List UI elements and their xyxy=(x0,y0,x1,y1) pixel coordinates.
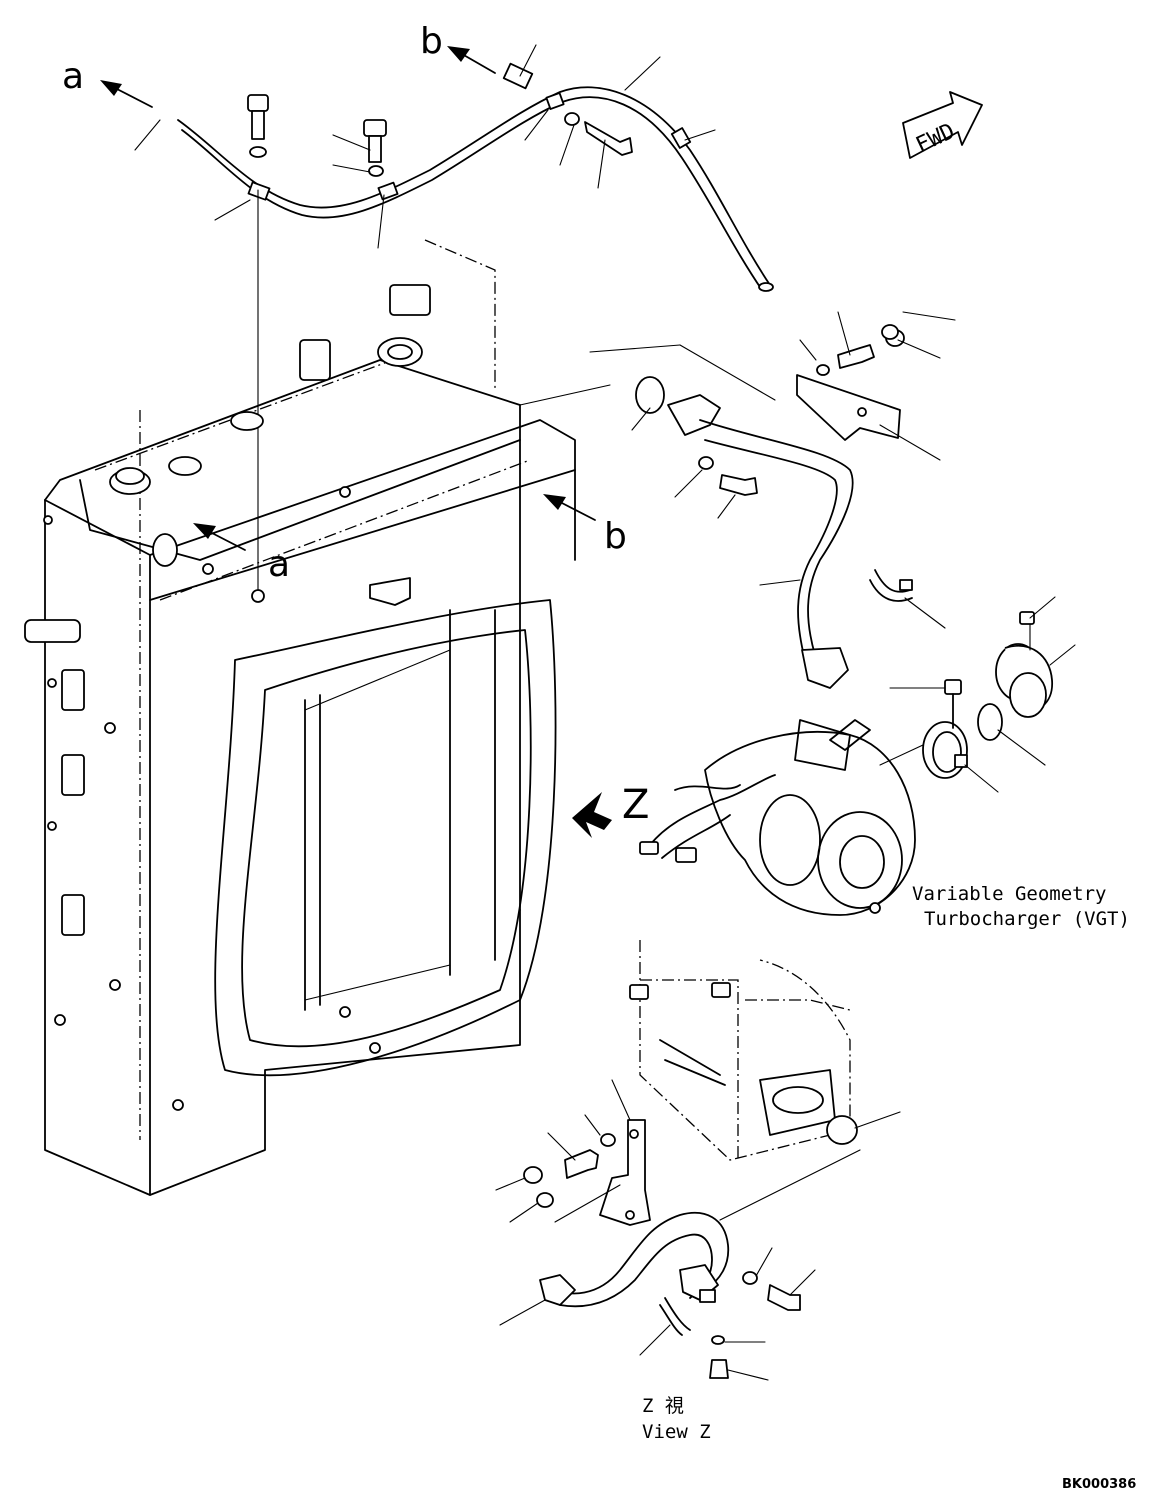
view-z-assembly xyxy=(523,940,858,1379)
label-a-top: a xyxy=(62,56,84,97)
top-bolts xyxy=(247,94,633,591)
leader-lines-view-z xyxy=(495,1079,901,1381)
radiator-assembly xyxy=(24,239,576,1196)
label-a-radiator: a xyxy=(268,544,290,585)
ref-arrows xyxy=(100,46,612,838)
vgt-label-line1: Variable Geometry xyxy=(912,883,1106,905)
label-z: Z xyxy=(622,782,649,828)
label-b-top: b xyxy=(420,21,443,62)
view-z-jp-label: Z 視 xyxy=(642,1395,684,1417)
text-labels: a b a b Z FWD Variable Geometry Turbocha… xyxy=(62,21,1136,1492)
upper-pipe xyxy=(635,324,913,689)
vgt-turbo xyxy=(639,611,1053,916)
leader-lines-vgt xyxy=(879,596,1076,793)
view-z-en-label: View Z xyxy=(642,1421,711,1443)
leader-lines-top xyxy=(134,44,716,249)
drawing-code: BK000386 xyxy=(1062,1477,1136,1492)
vgt-label-line2: Turbocharger (VGT) xyxy=(924,908,1130,930)
leader-lines-upper-right xyxy=(519,311,956,629)
top-hose xyxy=(177,62,774,292)
fwd-arrow xyxy=(902,91,983,159)
label-b-radiator: b xyxy=(604,516,627,557)
